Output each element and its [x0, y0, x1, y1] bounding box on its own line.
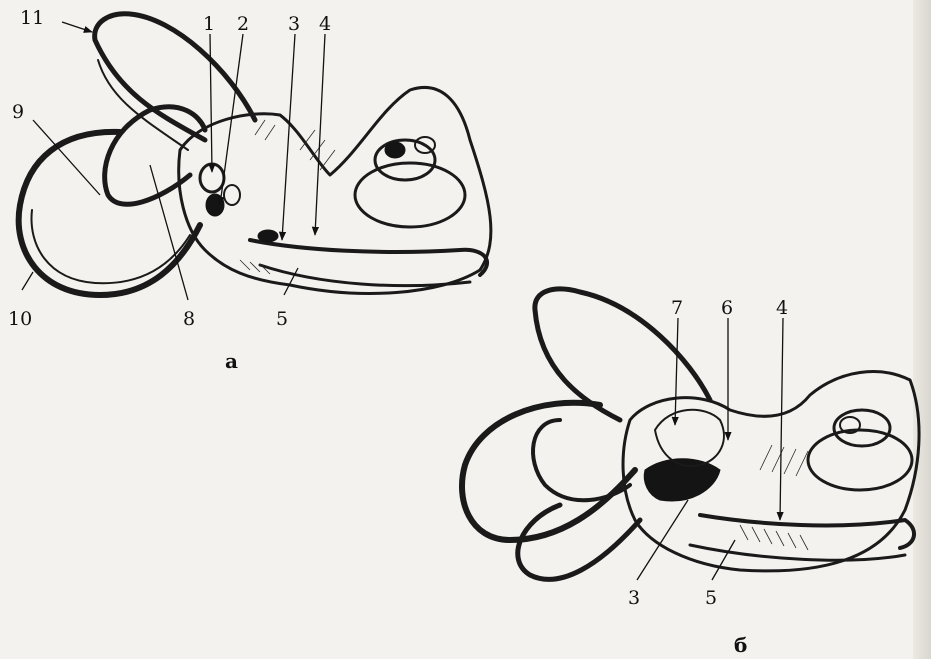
figure-a-leaders	[22, 22, 325, 300]
label-b-7: 7	[671, 297, 683, 319]
label-a-9: 10	[8, 308, 32, 330]
leader-a-9	[22, 272, 33, 290]
label-a-10: 11	[20, 7, 44, 29]
label-a-4: 4	[319, 13, 331, 35]
label-b-6: 6	[721, 297, 733, 319]
label-a-8: 8	[183, 308, 195, 330]
leader-a-3	[282, 34, 295, 240]
label-a-5: 5	[276, 308, 288, 330]
leader-a-1	[210, 34, 212, 172]
caption-b: б	[734, 633, 747, 657]
leader-b-3	[637, 500, 688, 580]
leader-b-7	[675, 318, 678, 425]
leader-a-4	[315, 34, 325, 235]
label-a-1: 1	[203, 13, 215, 35]
leader-b-4	[780, 318, 783, 520]
label-b-5: 5	[705, 587, 717, 609]
label-a-3: 3	[288, 13, 300, 35]
caption-a: а	[225, 349, 238, 373]
label-b-3: 3	[628, 587, 640, 609]
label-b-4: 4	[776, 297, 788, 319]
figure-b-leaders	[637, 318, 783, 580]
leader-a-10	[62, 22, 92, 32]
label-a-11: 9	[12, 101, 24, 123]
figure-a-drawing	[19, 14, 491, 295]
label-a-2: 2	[237, 13, 249, 35]
figure-b-drawing	[462, 289, 919, 579]
leader-b-5	[712, 540, 735, 580]
